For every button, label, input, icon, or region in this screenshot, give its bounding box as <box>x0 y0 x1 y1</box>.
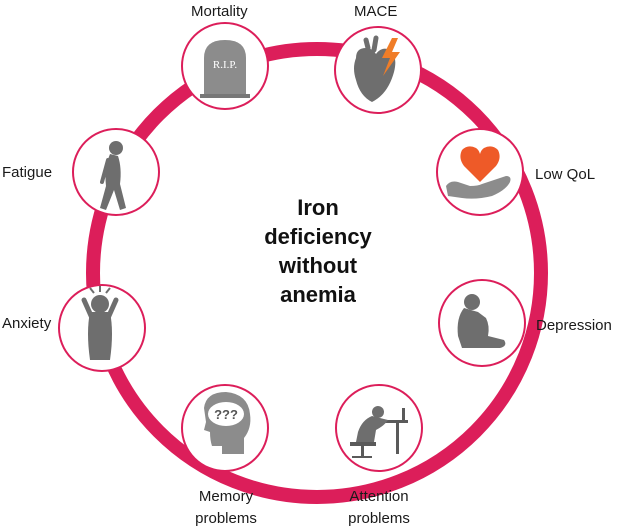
node-attention <box>335 384 423 472</box>
label-memory: Memory problems <box>186 486 266 530</box>
node-mace <box>334 26 422 114</box>
label-memory-line-1: Memory <box>198 488 254 505</box>
label-low-qol: Low QoL <box>535 166 596 183</box>
node-anxiety <box>58 284 146 372</box>
label-depression: Depression <box>536 317 612 334</box>
sad-person-sitting-icon <box>457 294 506 348</box>
center-title-line-4: anemia <box>280 282 356 307</box>
label-mortality: Mortality <box>191 3 248 20</box>
center-title: Iron deficiency without anemia <box>210 193 426 309</box>
label-mace: MACE <box>354 3 398 20</box>
node-depression <box>438 279 526 367</box>
person-slumped-at-desk-icon <box>350 406 408 458</box>
node-fatigue <box>72 128 160 216</box>
label-attention-line-1: Attention <box>349 488 409 505</box>
head-question-marks-icon: ??? <box>204 392 251 454</box>
stressed-person-icon <box>81 286 119 360</box>
label-fatigue: Fatigue <box>2 164 53 181</box>
label-anxiety: Anxiety <box>2 315 52 332</box>
cycle-ring <box>86 42 548 504</box>
tombstone-text: R.I.P. <box>213 59 237 71</box>
heart-in-hand-icon <box>446 146 511 199</box>
tired-walking-person-icon <box>100 141 126 210</box>
center-title-line-1: Iron <box>297 195 339 220</box>
label-attention: Attention problems <box>339 486 419 530</box>
label-memory-line-2: problems <box>195 510 257 527</box>
heart-lightning-icon <box>354 35 400 102</box>
node-memory: ??? <box>181 384 269 472</box>
center-title-line-3: without <box>278 253 358 278</box>
node-mortality: R.I.P. <box>181 22 269 110</box>
center-title-line-2: deficiency <box>264 224 372 249</box>
node-low-qol <box>436 128 524 216</box>
tombstone-icon: R.I.P. <box>200 40 250 98</box>
question-marks-text: ??? <box>214 407 238 422</box>
label-attention-line-2: problems <box>348 510 410 527</box>
